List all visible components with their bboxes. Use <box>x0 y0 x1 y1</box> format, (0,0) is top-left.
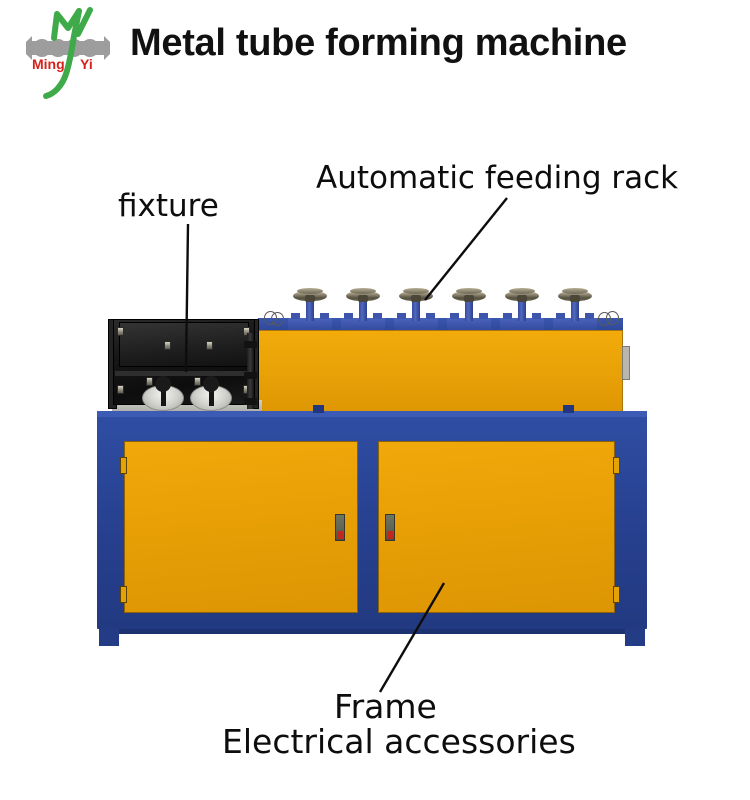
blade-hub <box>203 376 219 392</box>
bolt-icon <box>117 327 124 336</box>
door-hinge <box>120 457 127 474</box>
handwheel-rim-icon <box>403 288 429 294</box>
frame-tab <box>563 405 574 413</box>
handwheel-rim-icon <box>562 288 588 294</box>
roller-column <box>306 299 314 321</box>
standpipe-clamp <box>244 372 257 379</box>
bolt-icon <box>164 341 171 350</box>
frame-top-edge <box>97 411 647 417</box>
eyelet-icon <box>271 312 284 326</box>
eyelet-icon <box>606 311 619 325</box>
ming-yi-logo: Ming Yi <box>18 6 118 102</box>
door-hinge <box>613 586 620 603</box>
fixture-rail <box>115 371 253 376</box>
header-banner: Ming Yi Metal tube forming machine <box>0 0 750 105</box>
fixture-upper-plate <box>119 322 249 367</box>
cabinet-door-left[interactable] <box>124 441 358 613</box>
roller-column <box>412 299 420 321</box>
standpipe-clamp <box>244 398 257 405</box>
housing-side-plate <box>622 346 630 380</box>
bolt-icon <box>243 327 250 336</box>
door-hinge <box>613 457 620 474</box>
annotation-label-frame: Frame <box>334 687 437 726</box>
handle-indicator <box>387 531 393 539</box>
bolt-icon <box>194 377 201 386</box>
handwheel-rim-icon <box>297 288 323 294</box>
bolt-icon <box>206 341 213 350</box>
page-title: Metal tube forming machine <box>130 22 627 64</box>
handwheel-hub <box>305 295 315 302</box>
blade-hub <box>155 376 171 392</box>
handle-indicator <box>337 531 343 539</box>
handwheel-hub <box>358 295 368 302</box>
handwheel-hub <box>464 295 474 302</box>
frame-foot-right <box>625 629 645 646</box>
roller-base <box>447 313 491 331</box>
roller-base <box>553 313 597 331</box>
standpipe-clamp <box>244 341 257 348</box>
roller-base <box>500 313 544 331</box>
roller-base <box>288 313 332 331</box>
logo-brand-text-2: Yi <box>80 56 93 72</box>
roller-base <box>394 313 438 331</box>
handwheel-hub <box>570 295 580 302</box>
door-handle-right[interactable] <box>385 514 395 541</box>
handwheel-hub <box>517 295 527 302</box>
bolt-icon <box>146 377 153 386</box>
frame-tab <box>313 405 324 413</box>
annotation-label-electrical-accessories: Electrical accessories <box>222 722 576 761</box>
logo-brand-text-1: Ming <box>32 56 65 72</box>
frame-foot-left <box>99 629 119 646</box>
handwheel-hub <box>411 295 421 302</box>
annotation-label-fixture: fixture <box>118 188 219 224</box>
annotation-label-automatic-feeding-rack: Automatic feeding rack <box>316 160 679 196</box>
roller-column <box>465 299 473 321</box>
roller-column <box>571 299 579 321</box>
handwheel-rim-icon <box>350 288 376 294</box>
handwheel-rim-icon <box>509 288 535 294</box>
frame-bottom-rail <box>117 629 627 634</box>
door-hinge <box>120 586 127 603</box>
standpipe <box>247 333 254 409</box>
cabinet-door-right[interactable] <box>378 441 615 613</box>
roller-column <box>359 299 367 321</box>
bolt-icon <box>117 385 124 394</box>
door-handle-left[interactable] <box>335 514 345 541</box>
roller-base <box>341 313 385 331</box>
upper-housing-panel <box>258 330 623 412</box>
handwheel-rim-icon <box>456 288 482 294</box>
roller-column <box>518 299 526 321</box>
